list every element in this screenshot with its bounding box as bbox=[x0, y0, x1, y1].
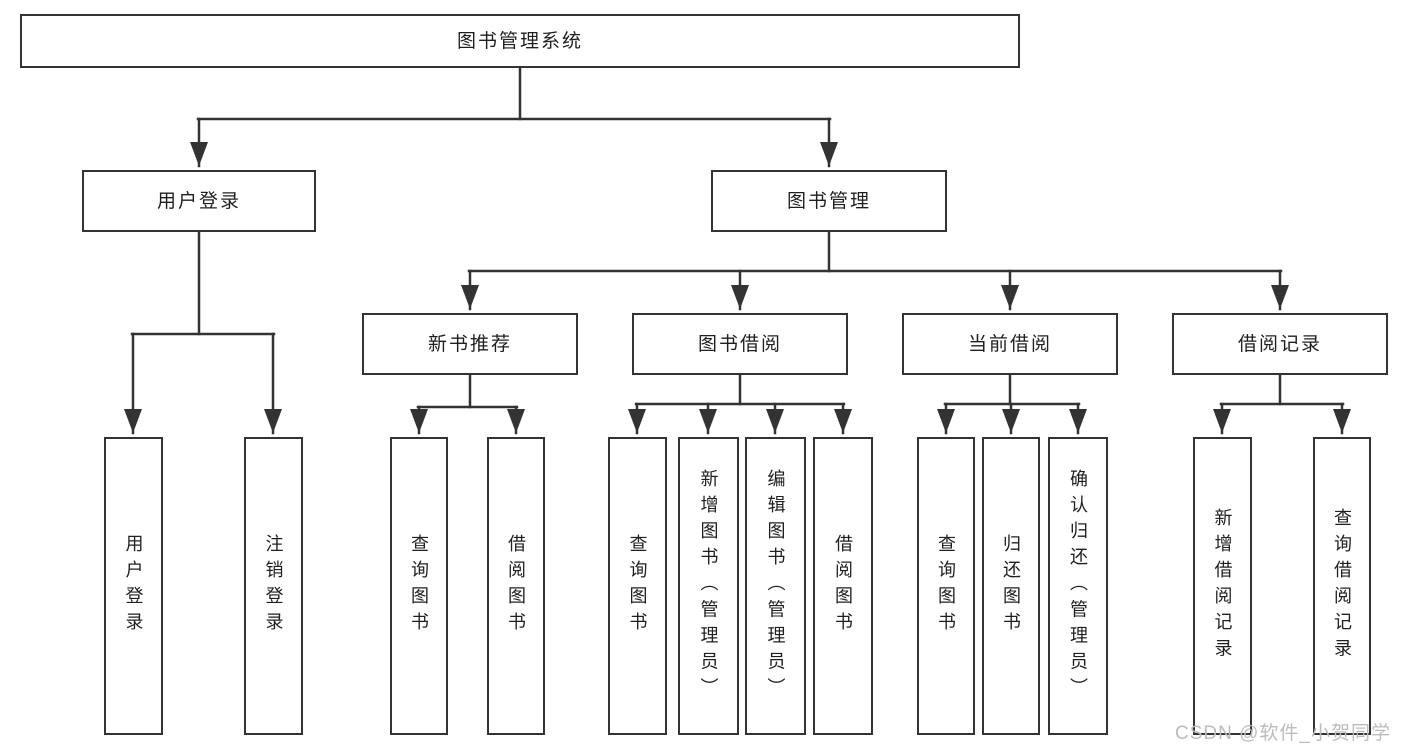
node-leaf-confirm-return-admin: 确认归还（管理员） bbox=[1048, 437, 1108, 735]
watermark: CSDN @软件_小贺同学 bbox=[1175, 723, 1391, 744]
node-new-book-recommend: 新书推荐 bbox=[362, 313, 578, 375]
node-user-login: 用户登录 bbox=[82, 170, 316, 232]
node-borrow-record: 借阅记录 bbox=[1172, 313, 1388, 375]
node-leaf-query-borrow-record: 查询借阅记录 bbox=[1313, 437, 1371, 735]
node-leaf-query-book-1: 查询图书 bbox=[390, 437, 448, 735]
node-leaf-query-book-3: 查询图书 bbox=[917, 437, 975, 735]
node-leaf-return-book: 归还图书 bbox=[982, 437, 1040, 735]
node-leaf-borrow-book-1: 借阅图书 bbox=[487, 437, 545, 735]
node-leaf-edit-book-admin: 编辑图书（管理员） bbox=[745, 437, 806, 735]
node-current-borrow: 当前借阅 bbox=[902, 313, 1118, 375]
node-book-borrow: 图书借阅 bbox=[632, 313, 848, 375]
node-leaf-query-book-2: 查询图书 bbox=[608, 437, 667, 735]
node-leaf-borrow-book-2: 借阅图书 bbox=[813, 437, 873, 735]
node-book-management: 图书管理 bbox=[711, 170, 947, 232]
node-library-management-system: 图书管理系统 bbox=[20, 14, 1020, 68]
node-leaf-logout: 注销登录 bbox=[244, 437, 303, 735]
node-leaf-add-borrow-record: 新增借阅记录 bbox=[1193, 437, 1252, 735]
node-leaf-add-book-admin: 新增图书（管理员） bbox=[678, 437, 739, 735]
node-leaf-user-login: 用户登录 bbox=[104, 437, 163, 735]
